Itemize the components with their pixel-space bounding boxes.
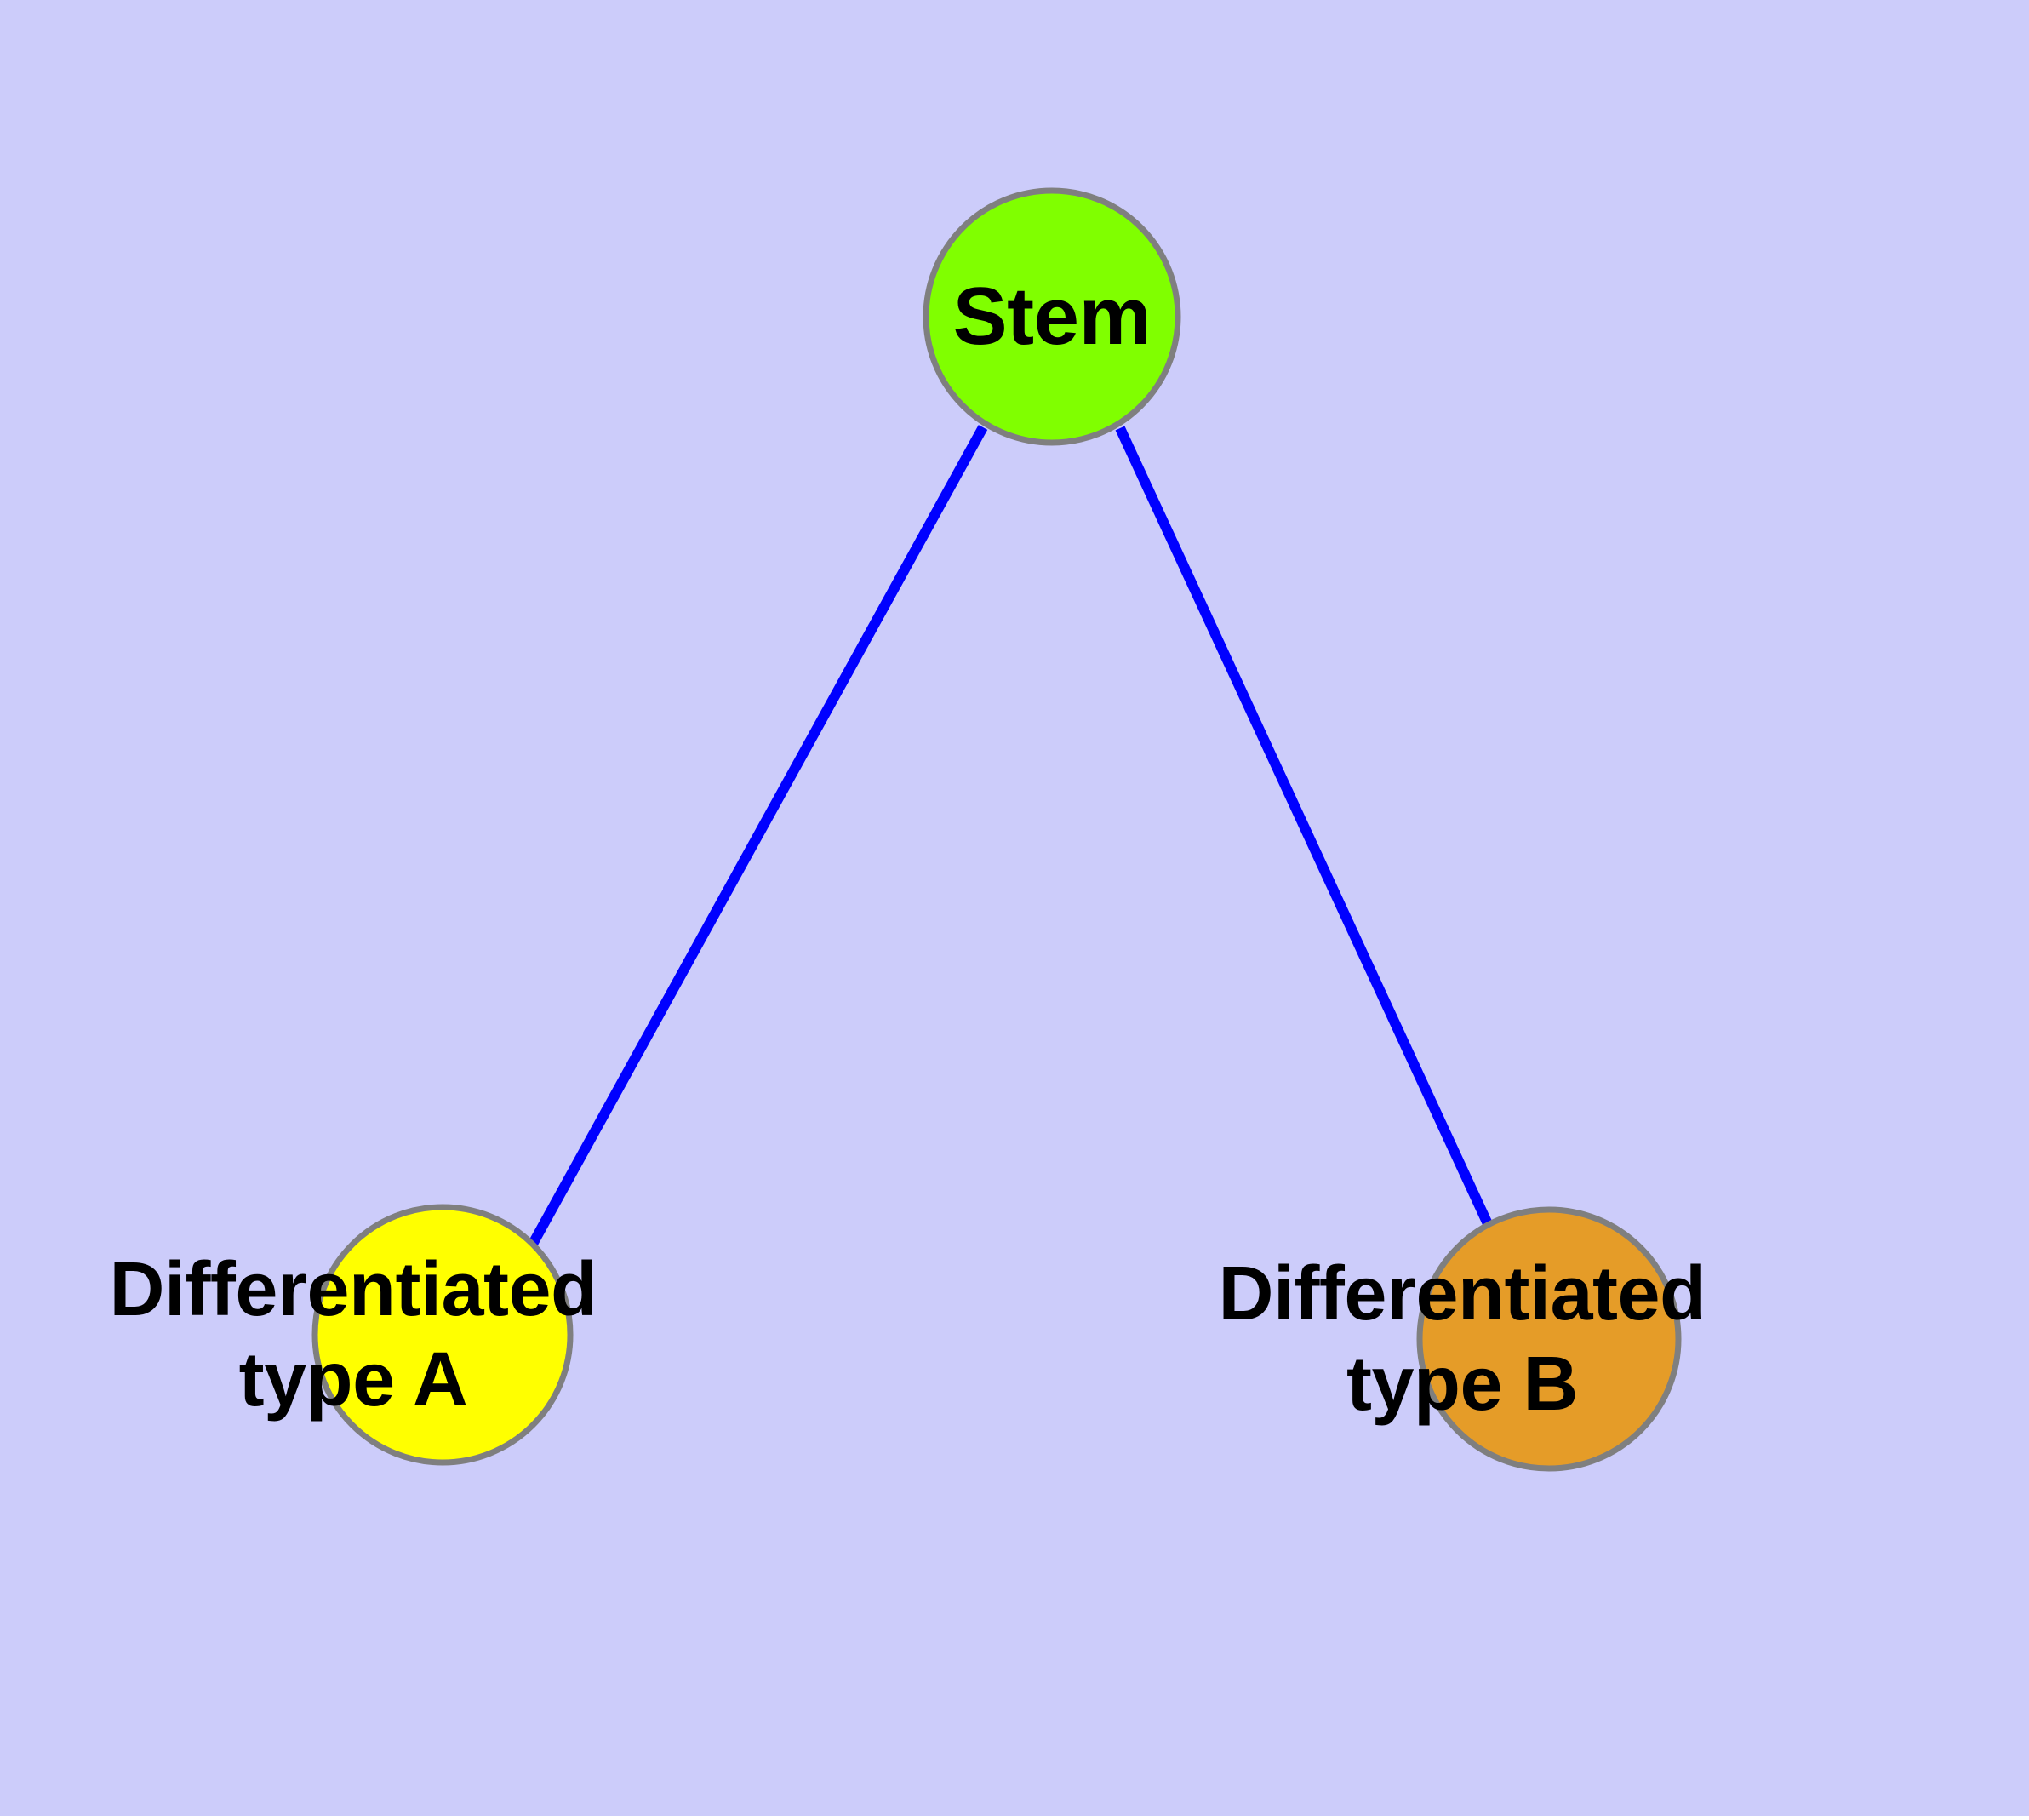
node-label-diff-type-b: Differentiated type B [1218, 1251, 1706, 1427]
graph-node-stem[interactable] [923, 187, 1181, 446]
graph-node-diff-type-b[interactable] [1416, 1206, 1682, 1472]
node-label-stem: Stem [952, 271, 1152, 363]
node-label-diff-type-a: Differentiated type A [109, 1246, 597, 1422]
graph-edge-stem-to-type-a [527, 425, 988, 1248]
graph-edge-stem-to-type-b [1115, 426, 1495, 1230]
nodes-group [311, 187, 1682, 1472]
edges-group [527, 425, 1495, 1248]
graph-node-diff-type-a[interactable] [311, 1204, 574, 1466]
